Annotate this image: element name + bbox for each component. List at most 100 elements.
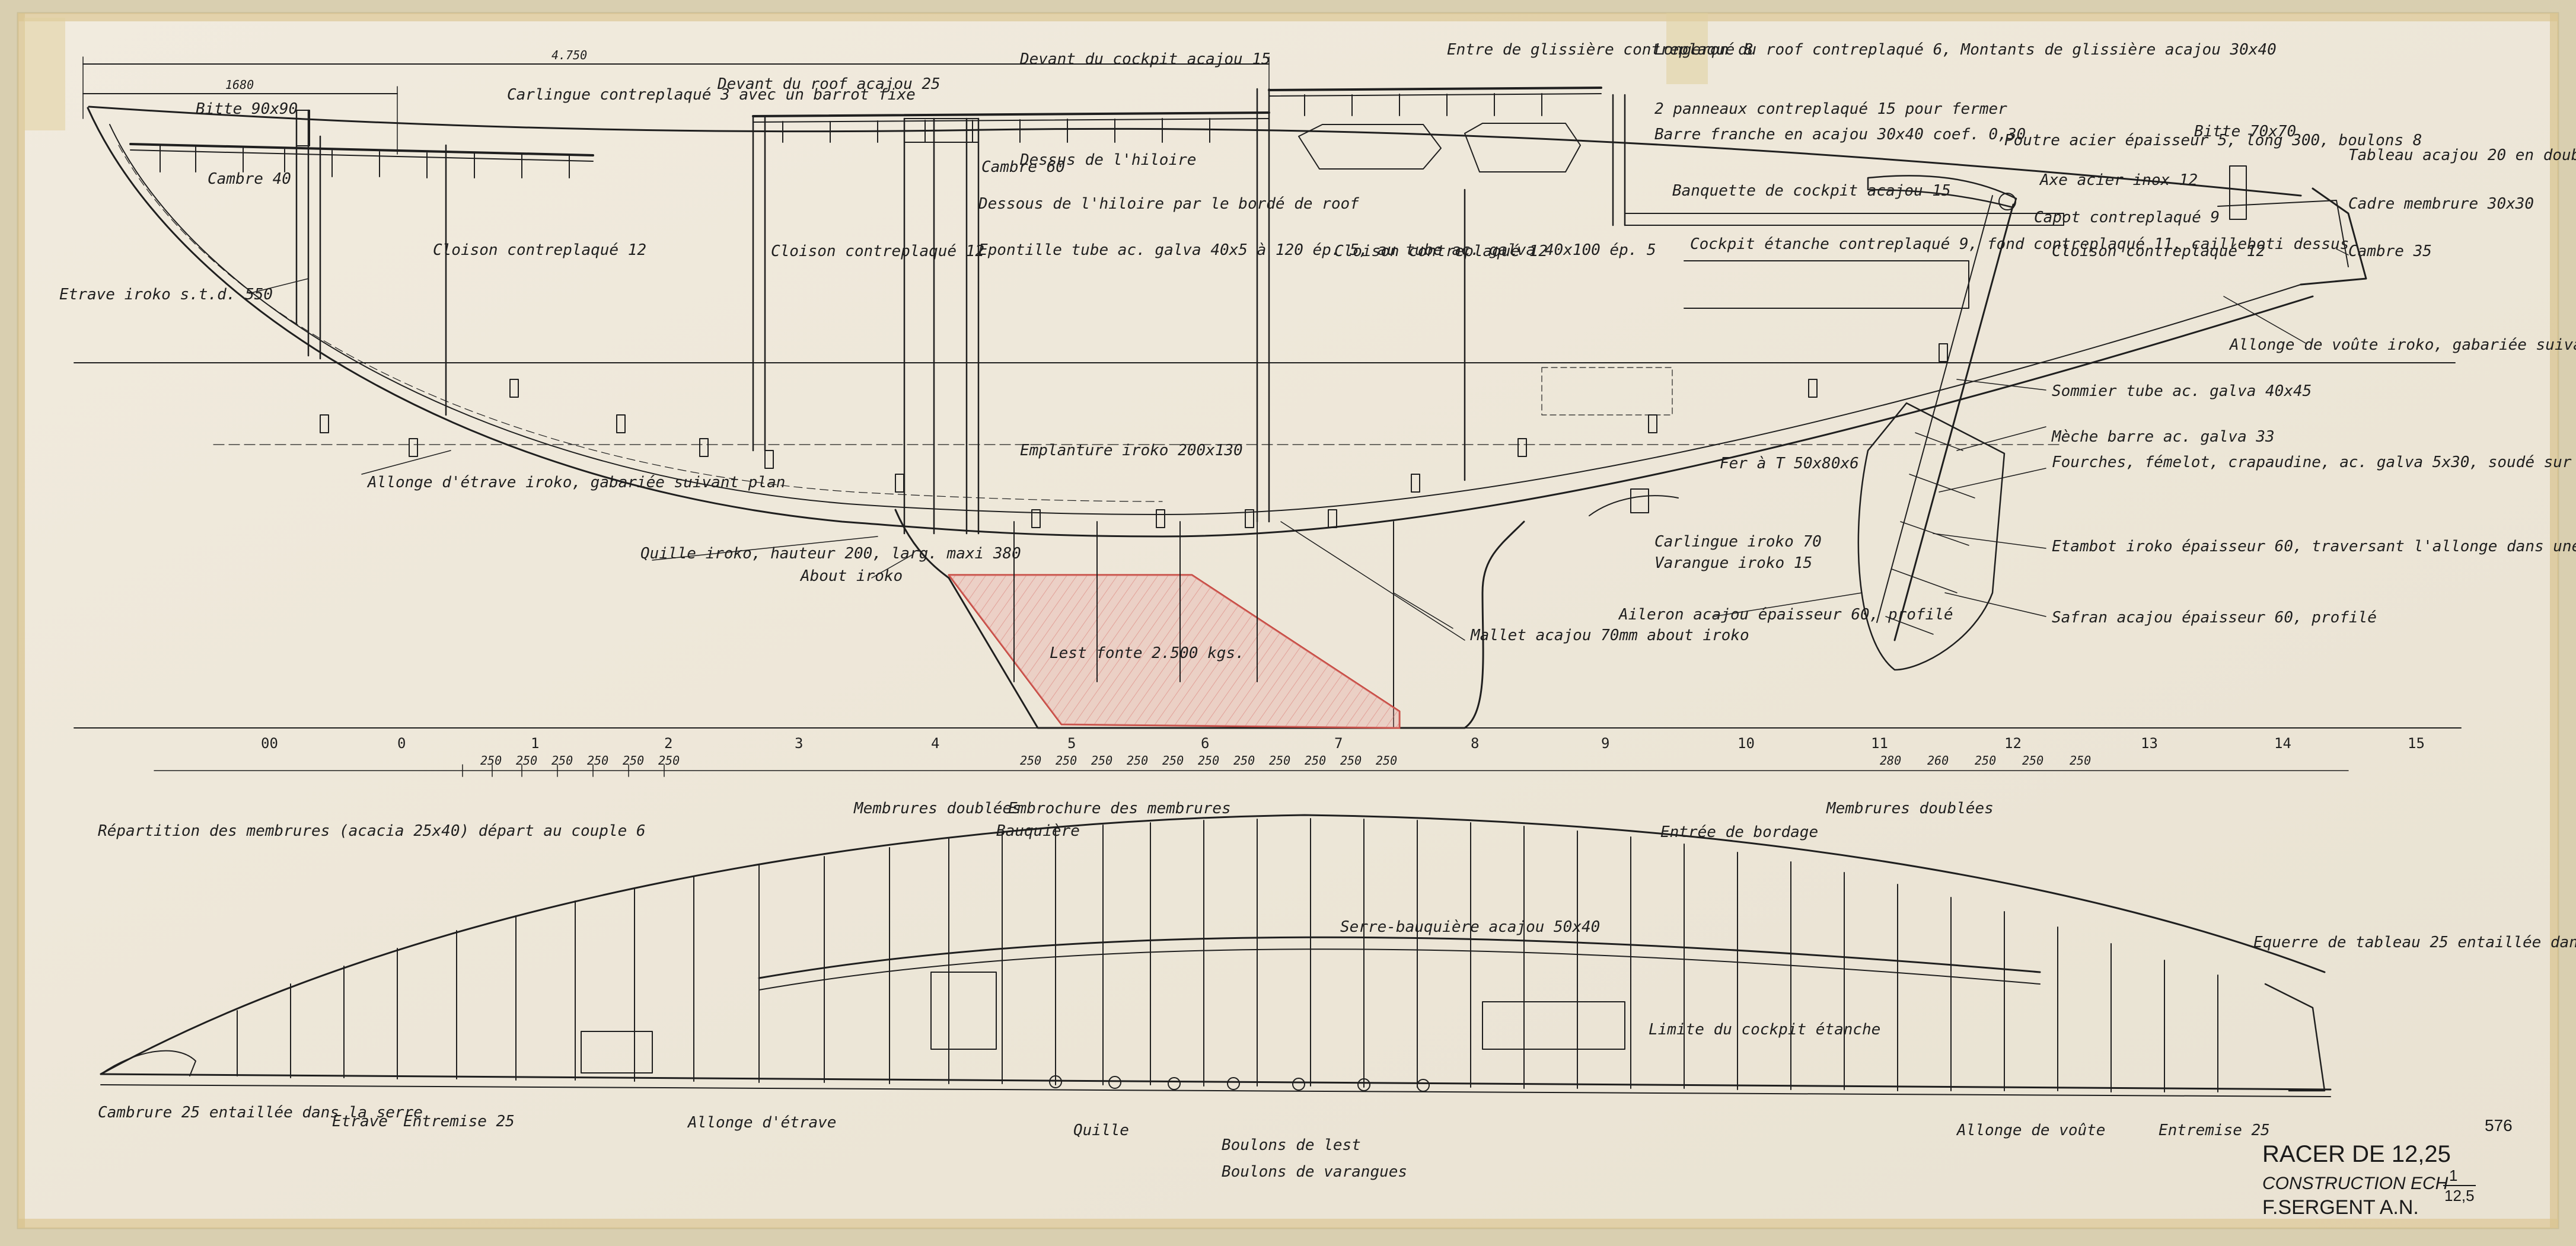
plan-sheer (100, 814, 2326, 1075)
roof-window-1 (1298, 124, 1442, 170)
label-entre-glissiere: Entre de glissière contreplaqué 8 (1447, 41, 1754, 59)
label-boulons-varangues: Boulons de varangues (1222, 1163, 1407, 1181)
station-00: 00 (261, 735, 278, 752)
tape-left (18, 13, 25, 1228)
bow-length: 1680 (225, 78, 254, 92)
author: F.SERGENT A.N. (2262, 1196, 2419, 1219)
deck-beam-ticks (160, 93, 1542, 178)
label-cambre-right: Cambre 35 (2348, 242, 2432, 260)
label-membrures-doublees-right: Membrures doublées (1826, 800, 1994, 817)
label-about-iroko: About iroko (799, 567, 903, 585)
station-numbers: 00 0 1 2 3 4 5 6 7 8 9 10 11 12 13 14 15 (261, 735, 2425, 752)
label-embarcadere: Embrochure des membrures (1008, 800, 1231, 817)
label-capot: Capot contreplaqué 9 (2034, 209, 2220, 226)
keel-fin (894, 509, 1525, 729)
label-emplanture: Emplanture iroko 200x130 (1020, 442, 1243, 459)
sheer-line (88, 106, 2302, 197)
overall-length: 4.750 (551, 48, 587, 62)
station-3: 3 (795, 735, 803, 752)
tape-top (18, 13, 2558, 21)
spacing-m7: 250 (1269, 753, 1290, 768)
tape-piece-topleft (24, 18, 65, 130)
spacing-m4: 250 (1162, 753, 1184, 768)
profile-view (74, 56, 2462, 729)
label-cambre: Cambre 40 (208, 170, 291, 188)
label-bitte: Bitte 90x90 (196, 100, 298, 118)
floor-timbers (320, 343, 1948, 528)
spacing-r0: 280 (1880, 753, 1901, 768)
label-longeron-roof: Longeron du roof contreplaqué 6, Montant… (1654, 41, 2277, 59)
label-safran: Safran acajou épaisseur 60, profilé (2052, 609, 2377, 627)
label-carlingue-reelle: Carlingue contreplaqué 3 avec un barrot … (507, 86, 916, 104)
spacing-r2: 250 (1975, 753, 1996, 768)
stern-cleat (2229, 165, 2247, 220)
plan-bow-block (100, 1050, 196, 1076)
keel-bolts (1013, 521, 1258, 682)
spacing-m3: 250 (1127, 753, 1148, 768)
spacing-m0: 250 (1020, 753, 1041, 768)
label-dessous-hiloire: Dessous de l'hiloire par le bordé de roo… (978, 195, 1359, 213)
station-6: 6 (1201, 735, 1209, 752)
mast-partner (904, 118, 979, 143)
tape-right (2550, 13, 2558, 1228)
spacing-m8: 250 (1305, 753, 1326, 768)
spacing-r3: 250 (2022, 753, 2043, 768)
label-etambot: Etambot iroko épaisseur 60, traversant l… (2052, 538, 2576, 555)
paper-background (17, 12, 2559, 1229)
roof-window-2 (1464, 123, 1581, 172)
station-7: 7 (1334, 735, 1343, 752)
label-barre-franche: Barre franche en acajou 30x40 coef. 0,30 (1654, 126, 2026, 143)
tape-bottom (18, 1219, 2558, 1228)
label-bauquiere: Bauquière (996, 822, 1080, 840)
rudder-blade (1857, 402, 2006, 671)
bulkheads (295, 88, 1626, 535)
label-quille: Quille iroko, hauteur 200, larg. maxi 38… (640, 545, 1021, 563)
plan-text: Répartition des membrures (acacia 25x40)… (98, 800, 2576, 1181)
carlingue-detail (1589, 495, 1679, 516)
station-9: 9 (1601, 735, 1609, 752)
label-allonge-etrave: Allonge d'étrave iroko, gabariée suivant… (366, 474, 785, 491)
hull-inner-line (109, 124, 2301, 515)
label-serre-bauquiere: Serre-bauquière acajou 50x40 (1340, 918, 1600, 936)
station-11: 11 (1871, 735, 1888, 752)
scale-numerator: 1 (2449, 1167, 2457, 1184)
station-2: 2 (664, 735, 672, 752)
station-4: 4 (931, 735, 939, 752)
plan-clamp (758, 936, 2041, 979)
label-panneaux: 2 panneaux contreplaqué 15 pour fermer (1654, 100, 2007, 118)
spacing-l3: 250 (587, 753, 608, 768)
label-plan-entremise: Entremise 25 (403, 1113, 515, 1130)
spacing-r4: 250 (2070, 753, 2091, 768)
station-5: 5 (1067, 735, 1076, 752)
leader-lines (248, 248, 2349, 629)
station-13: 13 (2141, 735, 2158, 752)
label-epontille: Epontille tube ac. galva 40x5 à 120 ép. … (978, 241, 1656, 259)
label-plan-entremise-right: Entremise 25 (2159, 1122, 2270, 1139)
label-plan-allonge-voute: Allonge de voûte (1956, 1122, 2105, 1139)
label-mallet: Mallet acajou 70mm about iroko (1470, 627, 1749, 644)
label-plan-etrave: Etrave (332, 1113, 388, 1130)
station-1: 1 (531, 735, 539, 752)
deck-left (129, 143, 594, 156)
construction-label: CONSTRUCTION ECH (2262, 1174, 2449, 1193)
spacing-l5: 250 (658, 753, 680, 768)
sheet-number: 576 (2485, 1116, 2513, 1135)
plan-keel-bolts (1049, 1075, 1430, 1092)
spacing-m9: 250 (1340, 753, 1362, 768)
spacing-m6: 250 (1233, 753, 1255, 768)
label-varangue: Varangue iroko 15 (1654, 554, 1812, 572)
plan-cockpit (1482, 1001, 1625, 1050)
engine-bed (1541, 367, 1673, 416)
cockpit-roof (1268, 87, 1602, 91)
tiller (1867, 175, 2017, 209)
spacing-r1: 260 (1927, 753, 1949, 768)
scale-denominator: 12,5 (2444, 1187, 2475, 1205)
spacing-l1: 250 (516, 753, 537, 768)
spacing-m10: 250 (1376, 753, 1397, 768)
label-membrures-doublees-left: Membrures doublées (853, 800, 1021, 817)
label-plan-quille: Quille (1073, 1122, 1129, 1139)
station-10: 10 (1737, 735, 1755, 752)
plan-view (100, 814, 2332, 1097)
rudder-head-pin (1998, 193, 2016, 210)
